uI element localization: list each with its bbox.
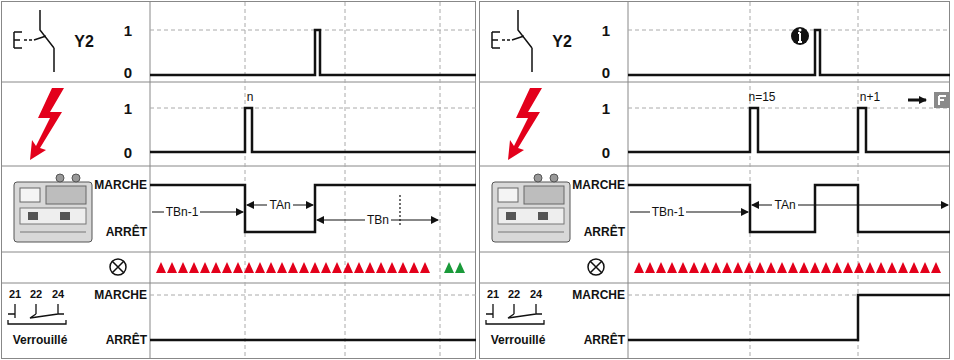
indicator-triangle (689, 262, 699, 273)
signal-label: 0 (602, 145, 610, 160)
indicator-triangle (420, 262, 430, 273)
indicator-triangle (920, 262, 930, 273)
indicator-triangle (266, 262, 276, 273)
indicator-triangle (843, 262, 853, 273)
indicator-triangle (310, 262, 320, 273)
signal-label: ARRÊT (584, 226, 625, 238)
signal-label: 24 (52, 289, 64, 300)
signal-label: 22 (30, 289, 42, 300)
indicator-triangle (222, 262, 232, 273)
signal-label: ARRÊT (106, 334, 147, 346)
signal-label: 1 (602, 101, 610, 116)
signal-label: 0 (602, 65, 610, 80)
indicator-triangle (821, 262, 831, 273)
indicator-triangle (255, 262, 265, 273)
indicator-triangle (876, 262, 886, 273)
indicator-triangle (354, 262, 364, 273)
indicator-triangle (667, 262, 677, 273)
signal-label: 0 (124, 65, 132, 80)
indicator-triangle (777, 262, 787, 273)
signal-label: TBn-1 (650, 206, 687, 218)
signal-label: Y2 (552, 34, 572, 50)
indicator-triangle (931, 262, 941, 273)
indicator-triangle (167, 262, 177, 273)
signal-label: 1 (124, 101, 132, 116)
signal-label: 24 (530, 289, 542, 300)
indicator-triangle (634, 262, 644, 273)
indicator-triangle (277, 262, 287, 273)
indicator-triangle (755, 262, 765, 273)
indicator-triangle (211, 262, 221, 273)
indicator-triangle (854, 262, 864, 273)
signal-label: MARCHE (572, 179, 625, 191)
signal-label: 21 (9, 289, 21, 300)
signal-label: n (247, 91, 254, 103)
indicator-triangle (244, 262, 254, 273)
indicator-triangle (332, 262, 342, 273)
indicator-triangle (865, 262, 875, 273)
indicator-triangle (376, 262, 386, 273)
signal-label: Y2 (74, 34, 94, 50)
indicator-triangle (832, 262, 842, 273)
indicator-triangle (178, 262, 188, 273)
indicator-triangle (387, 262, 397, 273)
signal-label: n+1 (860, 91, 880, 103)
indicator-triangle (788, 262, 798, 273)
indicator-triangle (288, 262, 298, 273)
indicator-triangle (700, 262, 710, 273)
indicator-triangle (744, 262, 754, 273)
indicator-triangle (656, 262, 666, 273)
indicator-triangle (343, 262, 353, 273)
indicator-triangle (678, 262, 688, 273)
signal-label: MARCHE (572, 289, 625, 301)
indicator-triangle (722, 262, 732, 273)
indicator-triangle (398, 262, 408, 273)
signal-label: Verrouillé (491, 334, 546, 346)
indicator-triangle (711, 262, 721, 273)
indicator-triangle (444, 262, 454, 273)
signal-label: MARCHE (94, 289, 147, 301)
signal-label: 22 (508, 289, 520, 300)
indicator-triangle (810, 262, 820, 273)
signal-label: 0 (124, 145, 132, 160)
signal-label: 21 (487, 289, 499, 300)
signal-label: ARRÊT (106, 226, 147, 238)
indicator-triangle (409, 262, 419, 273)
indicator-triangle (733, 262, 743, 273)
indicator-triangle (766, 262, 776, 273)
signal-label: Verrouillé (13, 334, 68, 346)
signal-label: TAn (267, 199, 292, 211)
indicator-triangle (321, 262, 331, 273)
signal-label: TBn (365, 214, 391, 226)
signal-label: 1 (602, 23, 610, 38)
signal-label: TBn-1 (164, 206, 201, 218)
indicator-triangle (799, 262, 809, 273)
indicator-triangle (909, 262, 919, 273)
signal-label: n=15 (748, 91, 775, 103)
indicator-triangle (200, 262, 210, 273)
indicator-triangle (189, 262, 199, 273)
signal-label: TAn (772, 199, 797, 211)
indicator-triangle (887, 262, 897, 273)
signal-label: MARCHE (94, 179, 147, 191)
indicator-triangle (233, 262, 243, 273)
indicator-triangle (299, 262, 309, 273)
signal-label: ARRÊT (584, 334, 625, 346)
indicator-triangle (645, 262, 655, 273)
indicator-triangle (898, 262, 908, 273)
indicator-triangle (455, 262, 465, 273)
indicator-triangle (156, 262, 166, 273)
signal-label: 1 (124, 23, 132, 38)
indicator-triangle (365, 262, 375, 273)
